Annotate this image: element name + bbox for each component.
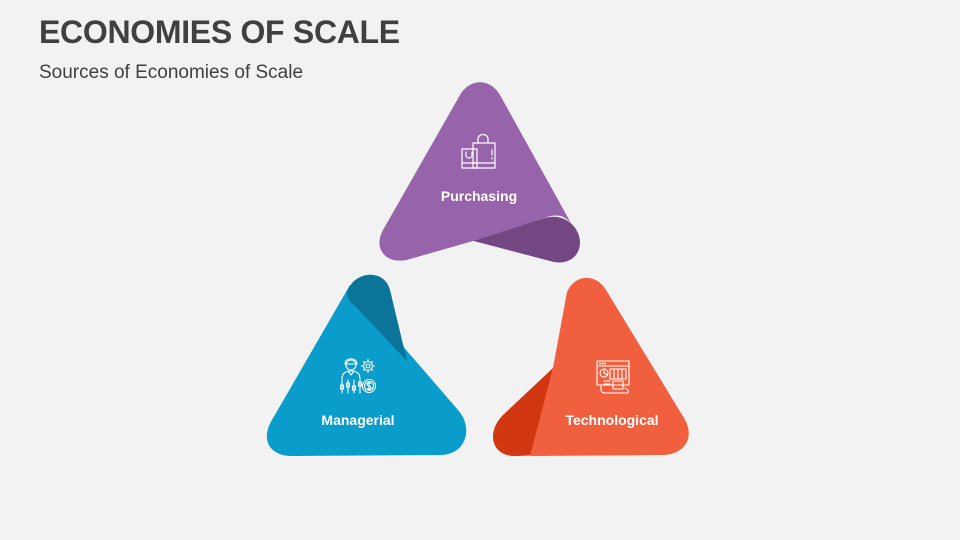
purchasing-label: Purchasing: [440, 188, 518, 204]
managerial-fold: [347, 274, 407, 361]
purchasing-segment: [379, 82, 580, 263]
managerial-label: Managerial: [321, 412, 395, 428]
technological-label: Technological: [565, 412, 659, 428]
slide-subtitle: Sources of Economies of Scale: [39, 62, 304, 83]
slide-title: ECONOMIES OF SCALE: [39, 14, 400, 50]
manager-gear-finance-icon: [339, 358, 377, 394]
purchasing-fold: [470, 216, 580, 263]
shopping-bags-icon: [461, 133, 496, 169]
computer-dashboard-icon: [596, 360, 630, 394]
technological-segment: [492, 277, 689, 457]
technological-shape: [530, 277, 689, 456]
purchasing-shape: [379, 82, 572, 261]
